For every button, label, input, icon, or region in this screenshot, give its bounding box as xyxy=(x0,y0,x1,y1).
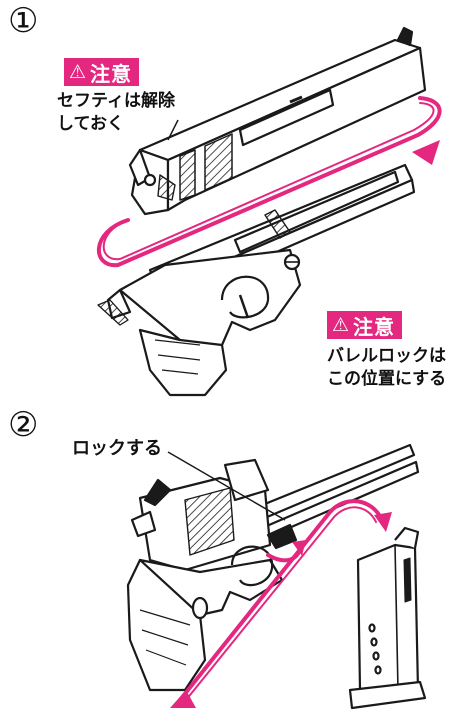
safety-note: セフティは解除 しておく xyxy=(57,90,175,136)
magazine-insert-arrow xyxy=(178,499,384,702)
assembled-pistol-illustration xyxy=(126,443,420,692)
safety-note-line-1: セフティは解除 xyxy=(57,91,175,111)
pistol-frame-illustration xyxy=(97,163,416,397)
insert-arrow-icon xyxy=(170,690,196,708)
insert-arrow-icon xyxy=(374,512,392,532)
caution-label: 注意 xyxy=(90,61,133,86)
warning-triangle-icon: ⚠ xyxy=(332,314,351,336)
step-2-number: ② xyxy=(8,405,39,445)
caution-badge-barrel-lock: ⚠ 注意 xyxy=(327,311,403,339)
caution-badge-safety: ⚠ 注意 xyxy=(64,58,140,86)
barrel-lock-note-line-2: この位置にする xyxy=(327,369,447,389)
insert-arrow-icon xyxy=(412,140,440,165)
safety-note-line-2: しておく xyxy=(57,114,124,134)
slide-motion-arrow xyxy=(96,96,442,268)
lock-callout: ロックする xyxy=(72,438,162,459)
barrel-lock-note-line-1: バレルロックは xyxy=(327,346,446,366)
lock-callout-leader xyxy=(167,451,286,521)
magazine-illustration xyxy=(348,526,427,710)
warning-triangle-icon: ⚠ xyxy=(69,61,88,83)
barrel-lock-note: バレルロックは この位置にする xyxy=(327,345,446,391)
step-1-number: ① xyxy=(8,1,39,41)
pistol-slide-illustration xyxy=(128,26,427,216)
caution-label: 注意 xyxy=(353,314,396,339)
